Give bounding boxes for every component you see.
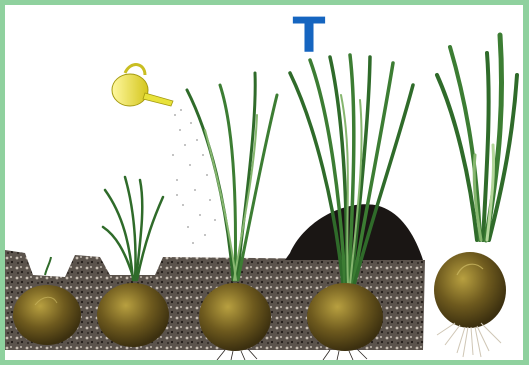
stage-harvested-roots [437,323,501,357]
stage-hilled-bulb [307,283,383,351]
stage-sprout [103,177,163,280]
illustration-canvas: T [5,5,523,360]
water-drops [172,109,216,244]
stage-harvested-leaves [437,35,517,240]
watering-can-icon [112,65,173,106]
stage-sprout-bulb [97,283,169,347]
stage-growing-bulb [199,283,271,351]
stage-harvested-bulb [434,252,506,328]
stage-marker-letter: T [292,15,326,57]
onion-growth-illustration [5,5,523,360]
stage-growing-leaves [187,73,277,280]
